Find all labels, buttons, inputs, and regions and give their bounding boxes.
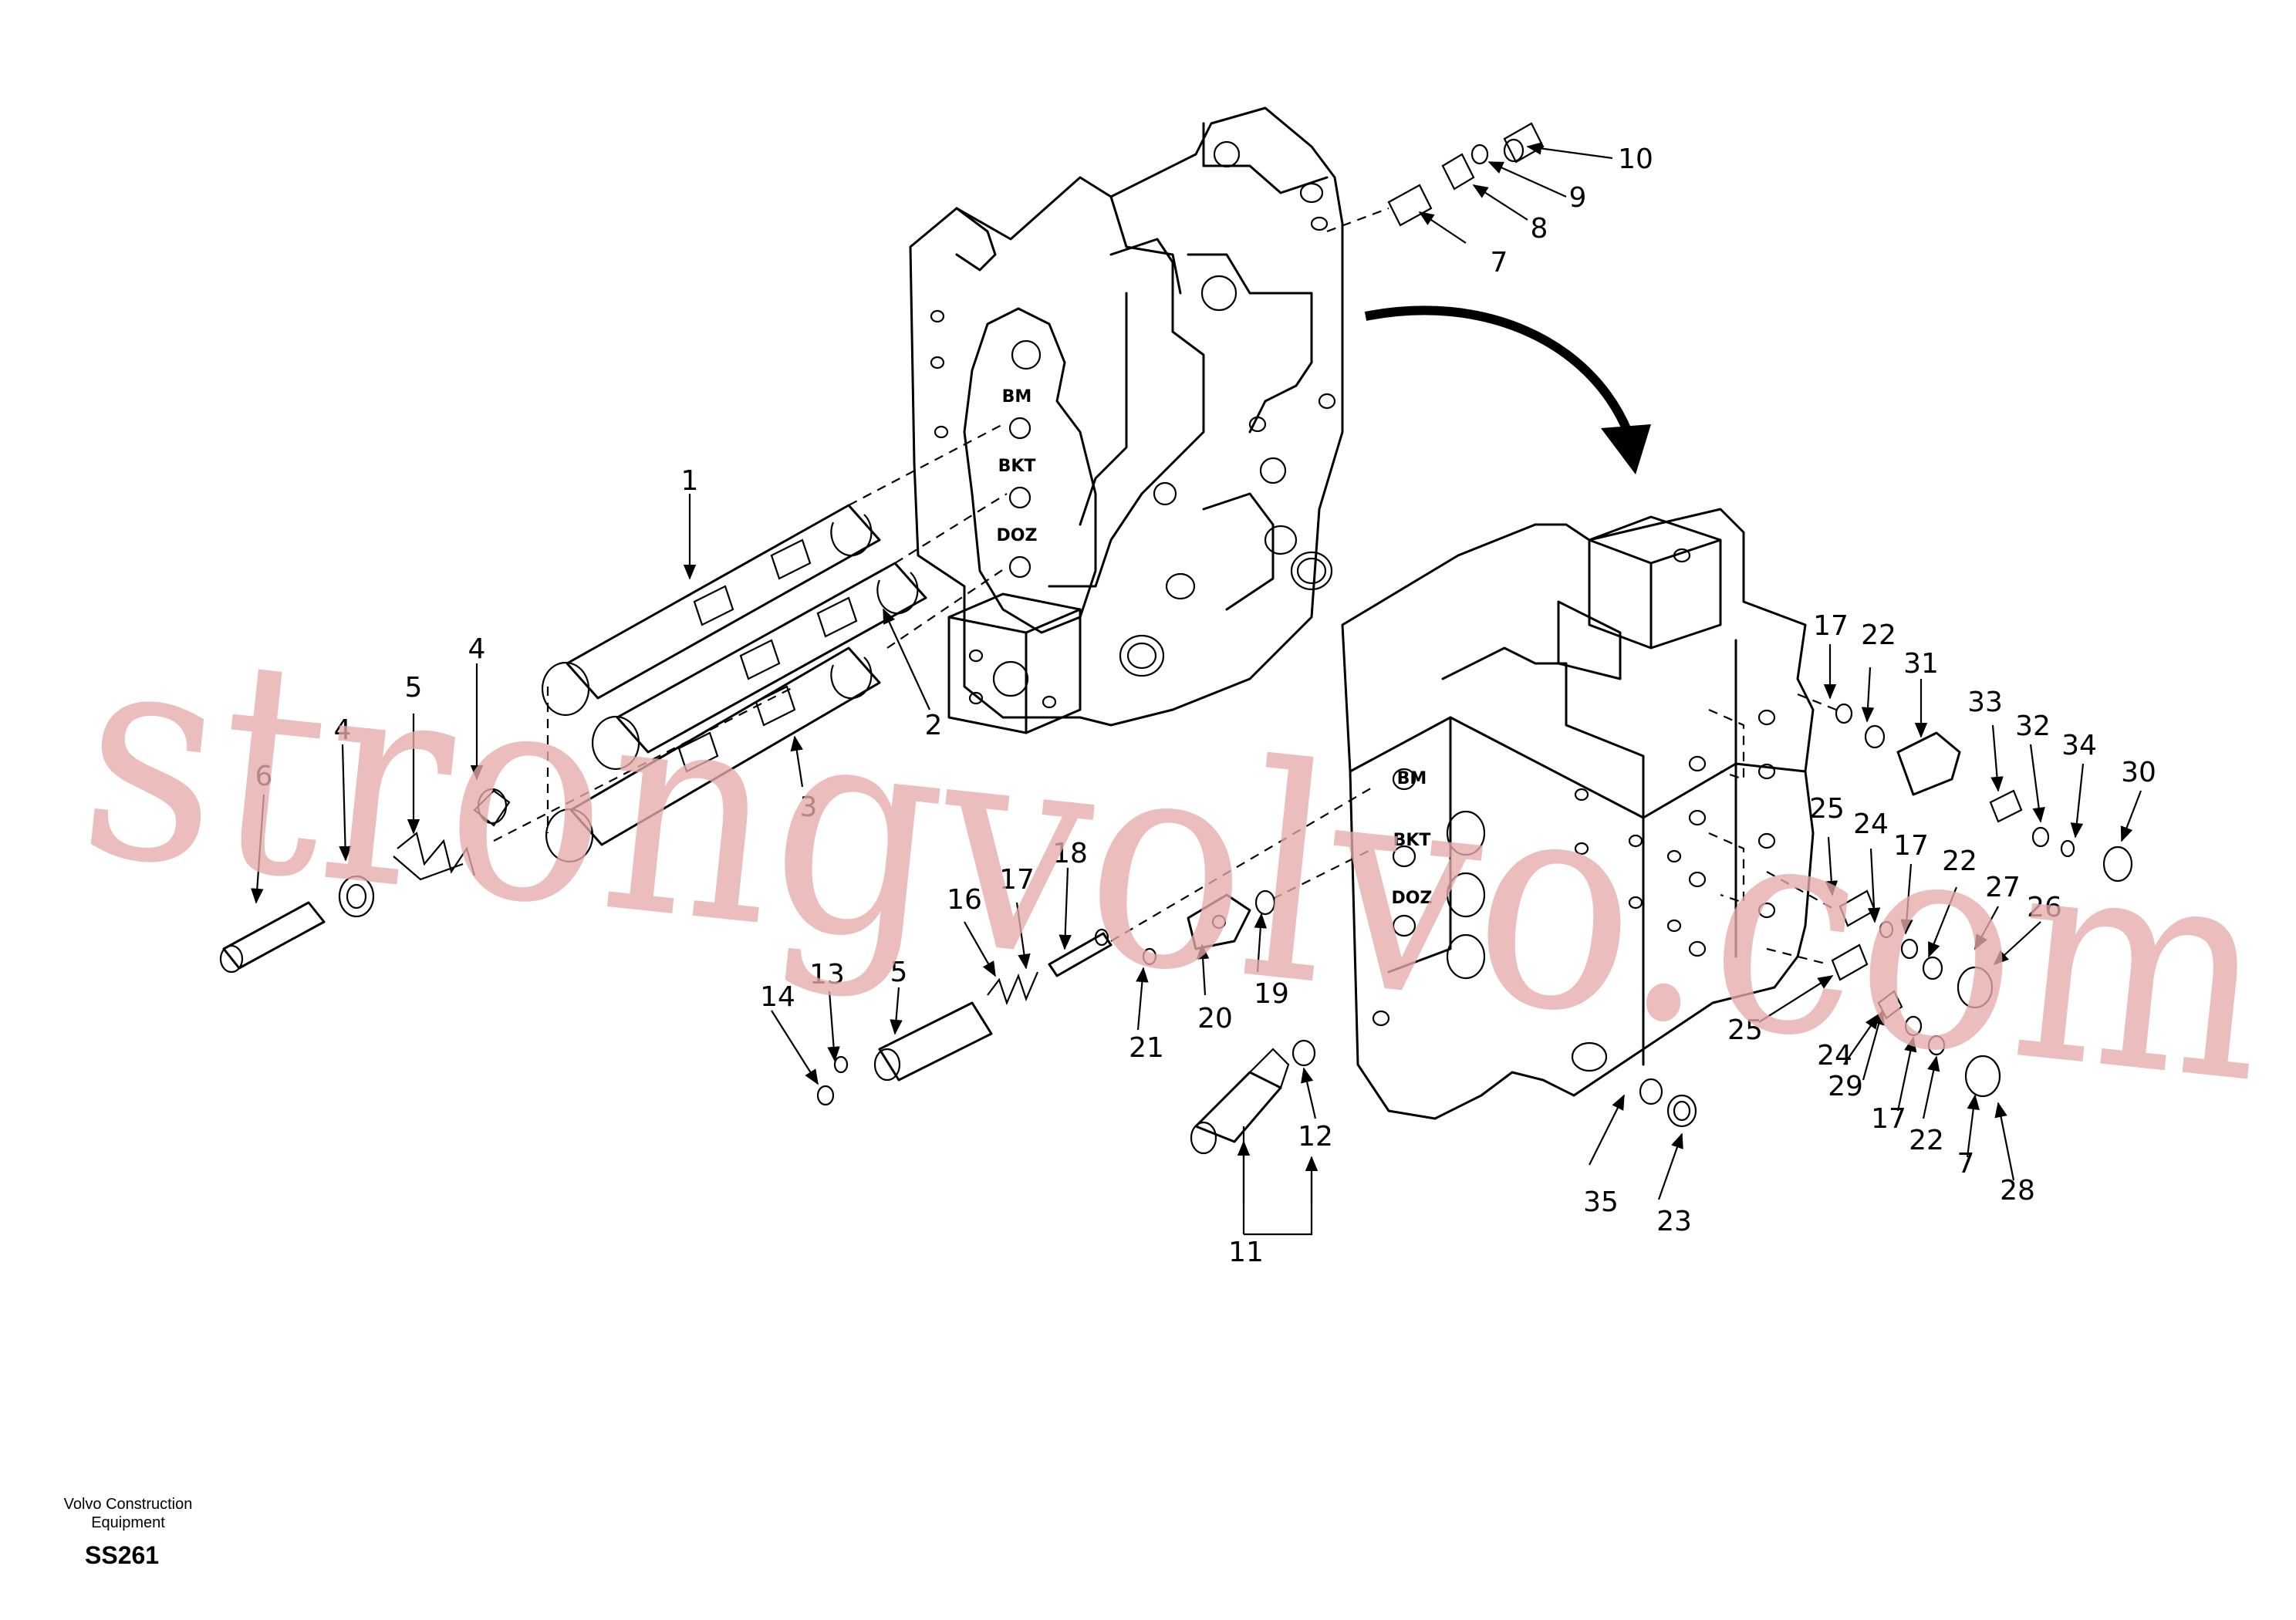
callout-20: 20 <box>1197 1003 1233 1034</box>
callout-24b: 24 <box>1817 1040 1852 1072</box>
callout-17b: 17 <box>1813 610 1849 642</box>
callout-22b: 22 <box>1942 845 1977 877</box>
callout-8: 8 <box>1531 213 1548 245</box>
watermark-text: strongvolvo.com <box>68 580 2283 1149</box>
callout-3: 3 <box>800 791 818 823</box>
transfer-arrow <box>1364 305 1651 474</box>
callout-22a: 22 <box>1861 619 1896 651</box>
spool-2 <box>591 562 927 771</box>
callout-21: 21 <box>1129 1032 1164 1064</box>
callout-14: 14 <box>760 981 795 1013</box>
callout-31: 31 <box>1903 648 1939 680</box>
callout-6: 6 <box>255 761 273 792</box>
callout-25a: 25 <box>1809 793 1845 825</box>
callout-4a: 4 <box>468 633 486 665</box>
callout-labels: 1 2 3 4 4 5 6 7 8 9 10 11 12 13 14 5 16 … <box>255 143 2156 1268</box>
small-parts <box>219 122 2133 1155</box>
callout-arrows <box>251 142 2142 1236</box>
port-label-bm-lower: BM <box>1397 769 1427 788</box>
brand-line-2: Equipment <box>91 1514 165 1531</box>
callout-11: 11 <box>1228 1237 1264 1268</box>
callout-32: 32 <box>2015 710 2051 742</box>
diagram-code: SS261 <box>85 1541 160 1569</box>
callout-35: 35 <box>1583 1186 1619 1218</box>
port-label-doz: DOZ <box>997 526 1038 545</box>
callout-4b: 4 <box>334 714 352 746</box>
callout-17a: 17 <box>999 864 1035 896</box>
callout-29: 29 <box>1828 1071 1863 1102</box>
callout-23: 23 <box>1656 1206 1692 1237</box>
callout-9: 9 <box>1569 182 1587 214</box>
callout-7a: 7 <box>1491 247 1508 278</box>
brand-label: Volvo Construction Equipment <box>51 1495 205 1532</box>
callout-1: 1 <box>681 465 699 497</box>
callout-24a: 24 <box>1853 808 1889 840</box>
callout-10: 10 <box>1618 143 1653 175</box>
port-label-doz-lower: DOZ <box>1392 889 1433 908</box>
callout-5b: 5 <box>890 957 908 988</box>
callout-7b: 7 <box>1957 1148 1975 1180</box>
callout-30: 30 <box>2121 757 2156 788</box>
callout-34: 34 <box>2061 730 2097 761</box>
callout-18: 18 <box>1052 838 1088 869</box>
callout-17c: 17 <box>1893 830 1929 862</box>
callout-27a: 27 <box>1985 872 2021 903</box>
callout-17d: 17 <box>1871 1103 1906 1135</box>
brand-line-1: Volvo Construction <box>63 1496 193 1513</box>
callout-16: 16 <box>947 884 982 916</box>
callout-12: 12 <box>1298 1121 1333 1153</box>
port-label-bm: BM <box>1002 387 1032 407</box>
callout-22c: 22 <box>1909 1125 1944 1156</box>
callout-19: 19 <box>1254 978 1289 1010</box>
callout-5a: 5 <box>405 672 423 704</box>
port-label-bkt: BKT <box>998 457 1036 476</box>
spool-3 <box>545 646 881 863</box>
callout-2: 2 <box>925 710 943 741</box>
upper-valve-block: BM BKT DOZ <box>909 106 1344 734</box>
callout-28: 28 <box>2000 1175 2035 1207</box>
lower-valve-block: BM BKT DOZ <box>1341 508 1815 1120</box>
spool-1 <box>541 504 881 717</box>
port-label-bkt-lower: BKT <box>1393 831 1431 850</box>
callout-33: 33 <box>1967 687 2003 718</box>
callout-13: 13 <box>809 959 845 991</box>
callout-26: 26 <box>2027 892 2062 923</box>
spool-assembly <box>493 424 1008 863</box>
callout-25b: 25 <box>1727 1014 1763 1046</box>
